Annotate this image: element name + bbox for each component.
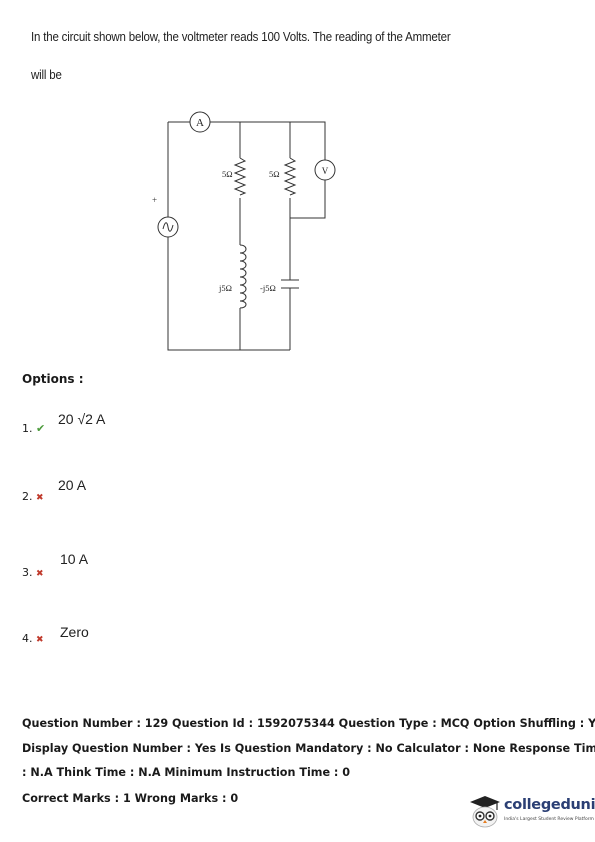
options-heading: Options : <box>22 372 84 386</box>
option-3-number: 3.✖ <box>22 566 44 579</box>
option-1-text[interactable]: 20 √2 A <box>58 411 106 427</box>
question-line-1: In the circuit shown below, the voltmete… <box>31 30 451 44</box>
logo-tagline: India's Largest Student Review Platform <box>504 817 594 822</box>
resistor-2 <box>283 157 297 196</box>
option-2-number: 2.✖ <box>22 490 44 503</box>
resistor-1 <box>233 157 247 196</box>
cross-icon: ✖ <box>36 569 44 579</box>
option-4-text[interactable]: Zero <box>60 624 89 640</box>
wire-left-lower <box>167 236 290 351</box>
option-2-text[interactable]: 20 A <box>58 477 87 493</box>
meta-line-1: Question Number : 129 Question Id : 1592… <box>22 717 595 730</box>
voltmeter-label: V <box>322 166 329 176</box>
voltmeter-icon <box>314 159 336 181</box>
cross-icon: ✖ <box>36 493 44 503</box>
source-plus-label: + <box>152 195 157 205</box>
option-4-number: 4.✖ <box>22 632 44 645</box>
circuit-diagram: + A V 5Ω 5Ω j5Ω -j5Ω <box>152 111 336 351</box>
logo-brand-text: collegedunia <box>504 797 595 813</box>
inductor-1 <box>239 244 247 309</box>
ammeter-icon <box>189 111 211 133</box>
capacitor-1-label: -j5Ω <box>260 283 276 293</box>
meta-line-2: Display Question Number : Yes Is Questio… <box>22 741 595 755</box>
cross-icon: ✖ <box>36 635 44 645</box>
checkmark-icon: ✔ <box>36 422 46 435</box>
inductor-1-label: j5Ω <box>218 283 232 293</box>
resistor-2-label: 5Ω <box>269 169 280 179</box>
graduation-owl-icon <box>470 796 500 828</box>
collegedunia-logo: collegedunia India's Largest Student Rev… <box>468 793 595 833</box>
option-1-number: 1.✔ <box>22 422 46 435</box>
ammeter-label: A <box>196 117 204 129</box>
meta-line-4: Correct Marks : 1 Wrong Marks : 0 <box>22 791 239 805</box>
ac-wave-icon <box>162 222 174 232</box>
question-line-2: will be <box>31 68 62 82</box>
resistor-1-label: 5Ω <box>222 169 233 179</box>
question-metadata: Question Number : 129 Question Id : 1592… <box>22 712 595 811</box>
capacitor-1 <box>281 279 299 289</box>
meta-line-3: : N.A Think Time : N.A Minimum Instructi… <box>22 766 351 779</box>
option-3-text[interactable]: 10 A <box>60 551 89 567</box>
